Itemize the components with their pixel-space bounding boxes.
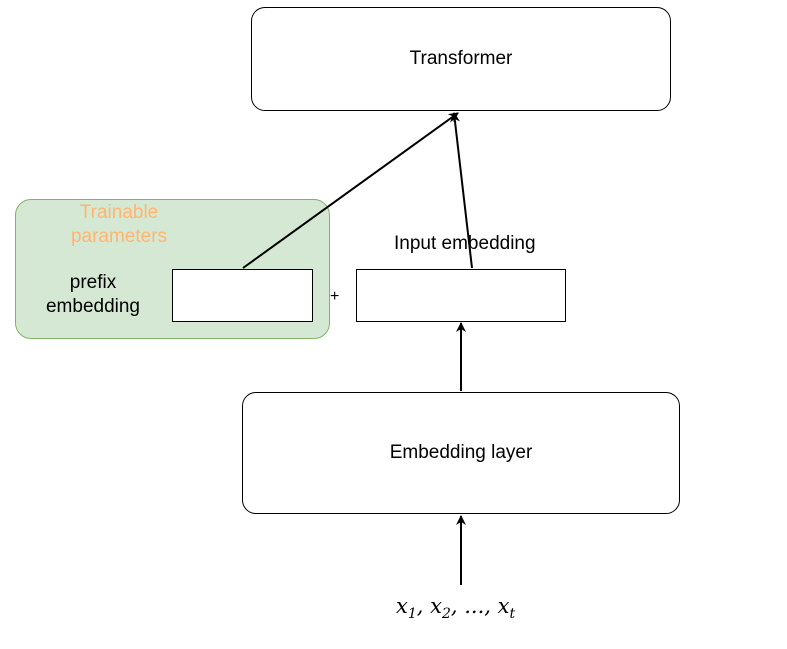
trainable-parameters-label: Trainable parameters <box>70 202 168 247</box>
token-x2-subscript: 2 <box>441 606 451 623</box>
input-tokens-label: x1, x2, ..., xt <box>396 594 515 626</box>
token-separator-1: , <box>416 594 431 618</box>
prefix-embedding-node[interactable] <box>172 269 313 322</box>
token-xt-subscript: t <box>509 606 516 623</box>
transformer-label: Transformer <box>409 48 513 69</box>
embedding-layer-node[interactable]: Embedding layer <box>242 392 680 514</box>
token-separator-2: , <box>450 594 465 618</box>
token-x1-base: x <box>396 594 408 618</box>
transformer-node[interactable]: Transformer <box>251 7 671 111</box>
token-ellipsis: ... <box>464 594 485 618</box>
token-x1-subscript: 1 <box>407 606 417 623</box>
embedding-layer-label: Embedding layer <box>389 442 533 463</box>
token-separator-3: , <box>484 594 498 618</box>
token-xt-base: x <box>497 594 510 618</box>
prefix-embedding-label: prefix embedding <box>45 272 141 317</box>
plus-sign: + <box>330 288 340 305</box>
token-x2-base: x <box>430 594 442 618</box>
input-embedding-node[interactable] <box>356 269 566 322</box>
input-embedding-label: Input embedding <box>394 233 536 254</box>
